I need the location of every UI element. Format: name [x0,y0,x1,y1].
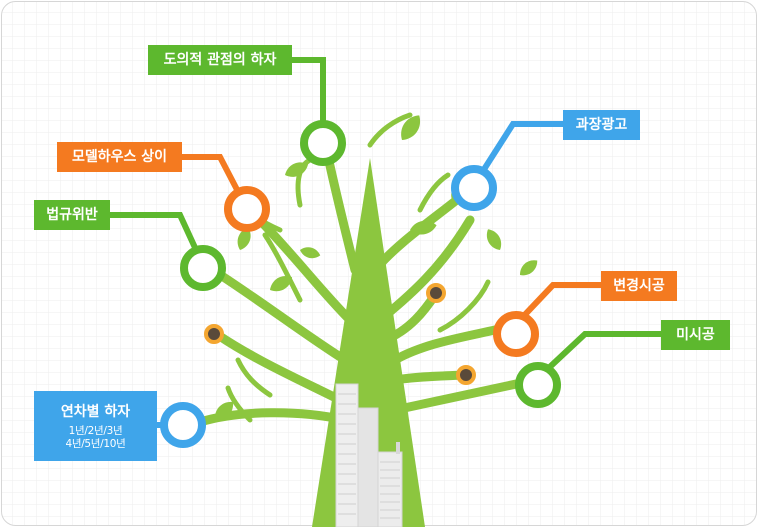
small-node-icon [426,283,446,303]
label-law-violation: 법규위반 [34,200,110,230]
connector-change-construction [514,282,602,326]
node-ring-icon [300,120,346,166]
connector-moral-view [290,57,326,140]
small-node-icon [204,324,224,344]
label-model-house: 모델하우스 상이 [57,142,182,172]
node-ring-icon [451,165,497,211]
small-nodes [204,283,476,385]
label-yearly-defect-line2: 4년/5년/10년 [65,438,126,450]
connector-lines [108,57,662,428]
connector-exaggerated-ad [471,121,563,187]
node-ring-icon [515,362,561,408]
label-change-construction: 변경시공 [601,271,677,301]
connector-non-construction [535,331,662,381]
node-ring-icon [224,186,270,232]
label-yearly-defect-line1: 1년/2년/3년 [68,425,123,437]
label-yearly-defect-title: 연차별 하자 [60,404,131,420]
label-moral-view: 도의적 관점의 하자 [148,45,292,75]
label-non-construction: 미시공 [661,320,730,350]
node-ring-icon [160,402,206,448]
label-yearly-defect: 연차별 하자 1년/2년/3년 4년/5년/10년 [34,391,157,461]
small-node-icon [456,365,476,385]
node-ring-icon [180,245,226,291]
node-ring-icon [493,311,539,357]
building-icon [335,383,403,527]
label-exaggerated-ad: 과장광고 [563,110,640,140]
node-rings [160,120,561,448]
